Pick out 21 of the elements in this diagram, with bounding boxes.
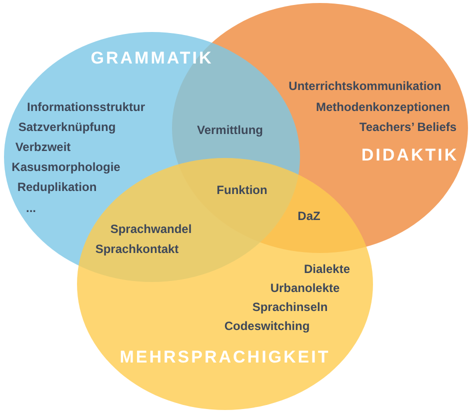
topic-label: ... bbox=[26, 201, 36, 215]
category-heading: MEHRSPRACHIGKEIT bbox=[120, 348, 330, 366]
topic-label: Teachers’ Beliefs bbox=[359, 120, 457, 134]
category-heading: GRAMMATIK bbox=[90, 48, 214, 68]
topic-label: Verbzweit bbox=[15, 140, 71, 154]
topic-label: Methodenkonzeptionen bbox=[316, 100, 450, 114]
topic-label: Sprachwandel bbox=[110, 222, 192, 236]
topic-label: Urbanolekte bbox=[270, 281, 340, 295]
topic-label: Kasusmorphologie bbox=[12, 160, 120, 174]
topic-label: Sprachkontakt bbox=[95, 242, 179, 256]
topic-label: Satzverknüpfung bbox=[18, 120, 116, 134]
topic-label: Codeswitching bbox=[224, 319, 310, 333]
topic-label: Informationsstruktur bbox=[27, 100, 145, 114]
topic-label: Vermittlung bbox=[197, 123, 263, 137]
topic-label: DaZ bbox=[298, 209, 320, 223]
topic-label: Funktion bbox=[216, 183, 268, 197]
topic-label: Unterrichtskommunikation bbox=[288, 79, 442, 93]
topic-label: Reduplikation bbox=[17, 180, 97, 194]
topic-label: Dialekte bbox=[304, 262, 350, 276]
category-heading: DIDAKTIK bbox=[361, 146, 459, 164]
topic-label: Sprachinseln bbox=[252, 300, 328, 314]
